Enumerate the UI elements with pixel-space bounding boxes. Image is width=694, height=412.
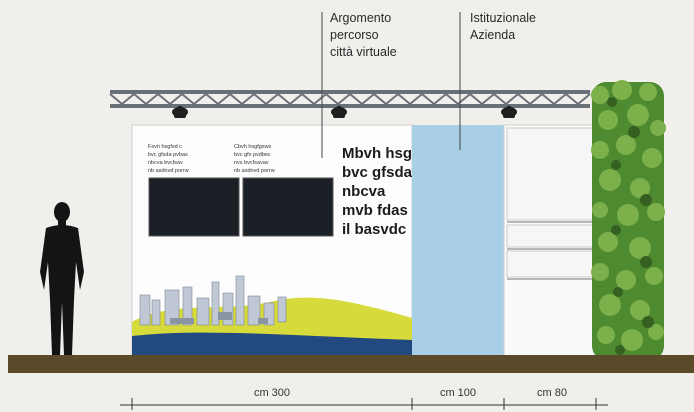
green-plant-wall: [591, 80, 666, 360]
screen-left-caption: Fsvn hsgfsd c bvc gfsda pvbas nbcva bvcf…: [148, 144, 189, 174]
svg-text:bvc gfsda pvbas: bvc gfsda pvbas: [148, 152, 188, 158]
annotation-argomento: Argomento percorso città virtuale: [330, 11, 397, 59]
institutional-blue-panel: [412, 125, 504, 357]
human-scale-silhouette: [40, 202, 84, 355]
svg-text:percorso: percorso: [330, 28, 379, 42]
svg-text:nvs bvcfsavav: nvs bvcfsavav: [234, 160, 269, 166]
floor-platform: [8, 355, 694, 373]
svg-text:nb asdnvd porrw: nb asdnvd porrw: [234, 168, 275, 174]
svg-text:bvc gfsda: bvc gfsda: [342, 164, 413, 181]
svg-text:nbcva: nbcva: [342, 183, 386, 200]
dimension-label: cm 300: [254, 387, 290, 399]
svg-text:Mbvh hsg: Mbvh hsg: [342, 145, 412, 162]
svg-text:Cbvh hsgfgsws: Cbvh hsgfgsws: [234, 144, 272, 150]
spotlight-icon: [501, 106, 517, 118]
svg-text:Azienda: Azienda: [470, 28, 515, 42]
svg-text:mvb fdas: mvb fdas: [342, 202, 408, 219]
virtual-city-illustration: [132, 275, 412, 357]
wall-headline-text: Mbvh hsg bvc gfsda nbcva mvb fdas il bas…: [342, 145, 413, 238]
screen-right: [242, 177, 334, 237]
spotlight-icon: [331, 106, 347, 118]
svg-text:nb asdnvd porrw: nb asdnvd porrw: [148, 168, 189, 174]
screen-right-caption: Cbvh hsgfgsws bvc gfs pvdbec nvs bvcfsav…: [234, 144, 275, 174]
spotlights: [172, 106, 517, 118]
screen-left: [148, 177, 240, 237]
svg-text:il basvdc: il basvdc: [342, 221, 406, 238]
svg-text:nbcva bvcfsav: nbcva bvcfsav: [148, 160, 183, 166]
svg-text:città virtuale: città virtuale: [330, 45, 397, 59]
shelving-unit: [503, 124, 601, 358]
dimension-label: cm 100: [440, 387, 476, 399]
svg-text:Argomento: Argomento: [330, 11, 391, 25]
lighting-truss: [109, 90, 591, 108]
svg-text:bvc gfs pvdbec: bvc gfs pvdbec: [234, 152, 271, 158]
dimension-line: cm 300 cm 100 cm 80: [120, 387, 608, 410]
spotlight-icon: [172, 106, 188, 118]
annotation-istituzionale: Istituzionale Azienda: [470, 11, 536, 42]
svg-text:Istituzionale: Istituzionale: [470, 11, 536, 25]
dimension-label: cm 80: [537, 387, 567, 399]
svg-text:Fsvn hsgfsd c: Fsvn hsgfsd c: [148, 144, 182, 150]
